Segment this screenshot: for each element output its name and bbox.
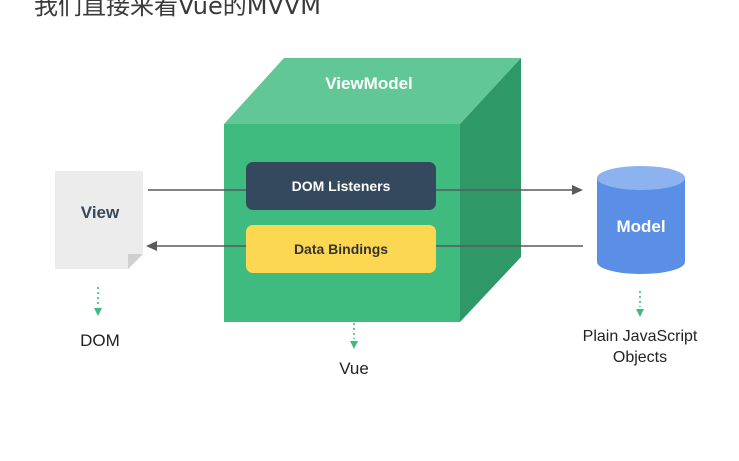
vue-caption: Vue xyxy=(339,359,369,378)
cube-front-face xyxy=(224,124,460,322)
model-dotted-arrow xyxy=(636,291,644,317)
dom-listeners-label: DOM Listeners xyxy=(246,162,436,210)
model-cylinder-icon xyxy=(597,166,685,274)
data-bindings-label: Data Bindings xyxy=(246,225,436,273)
cube-top-face xyxy=(224,58,521,124)
vue-dotted-arrow xyxy=(350,323,358,349)
viewmodel-title: ViewModel xyxy=(325,74,413,93)
model-caption-line2: Objects xyxy=(612,349,668,366)
model-label: Model xyxy=(616,217,666,236)
dom-dotted-arrow xyxy=(94,287,102,316)
view-label: View xyxy=(80,203,120,222)
dom-caption: DOM xyxy=(80,331,120,350)
model-caption-line1: Plain JavaScript xyxy=(582,328,698,345)
view-document-icon xyxy=(55,171,143,269)
model-caption: Plain JavaScript Objects xyxy=(570,326,710,368)
header-caption: 我们直接来看Vue的MVVM xyxy=(34,0,322,20)
